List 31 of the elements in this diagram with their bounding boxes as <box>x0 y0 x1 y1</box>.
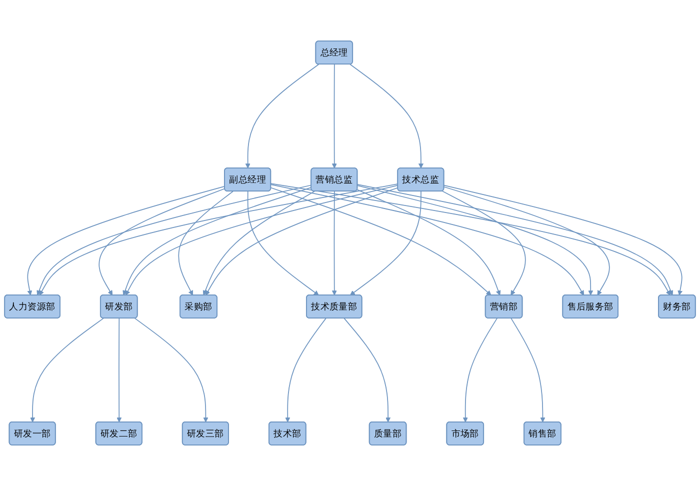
arrow <box>27 186 226 296</box>
arrow <box>444 184 683 296</box>
arrow <box>134 318 208 422</box>
arrow <box>30 318 104 422</box>
arrow <box>98 188 226 296</box>
arrow <box>270 187 492 296</box>
arrow <box>247 190 319 296</box>
arrow <box>122 187 312 296</box>
arrow <box>285 318 326 422</box>
arrow <box>462 318 498 422</box>
arrow <box>202 190 315 296</box>
arrow <box>357 184 674 296</box>
arrow <box>36 184 312 296</box>
arrow <box>270 184 584 296</box>
arrow <box>332 190 337 296</box>
arrow <box>357 185 594 296</box>
arrow <box>125 184 398 296</box>
arrow <box>245 64 320 168</box>
arrow <box>350 190 422 296</box>
arrow <box>270 183 671 296</box>
arrow <box>350 64 424 168</box>
arrow <box>444 186 610 296</box>
arrow <box>116 318 122 422</box>
arrow <box>178 190 234 296</box>
arrow <box>356 189 501 296</box>
arrow <box>205 187 398 296</box>
arrow <box>510 318 546 422</box>
arrow <box>39 184 398 296</box>
arrow <box>442 190 526 296</box>
arrow <box>344 318 391 422</box>
arrow <box>332 64 337 168</box>
